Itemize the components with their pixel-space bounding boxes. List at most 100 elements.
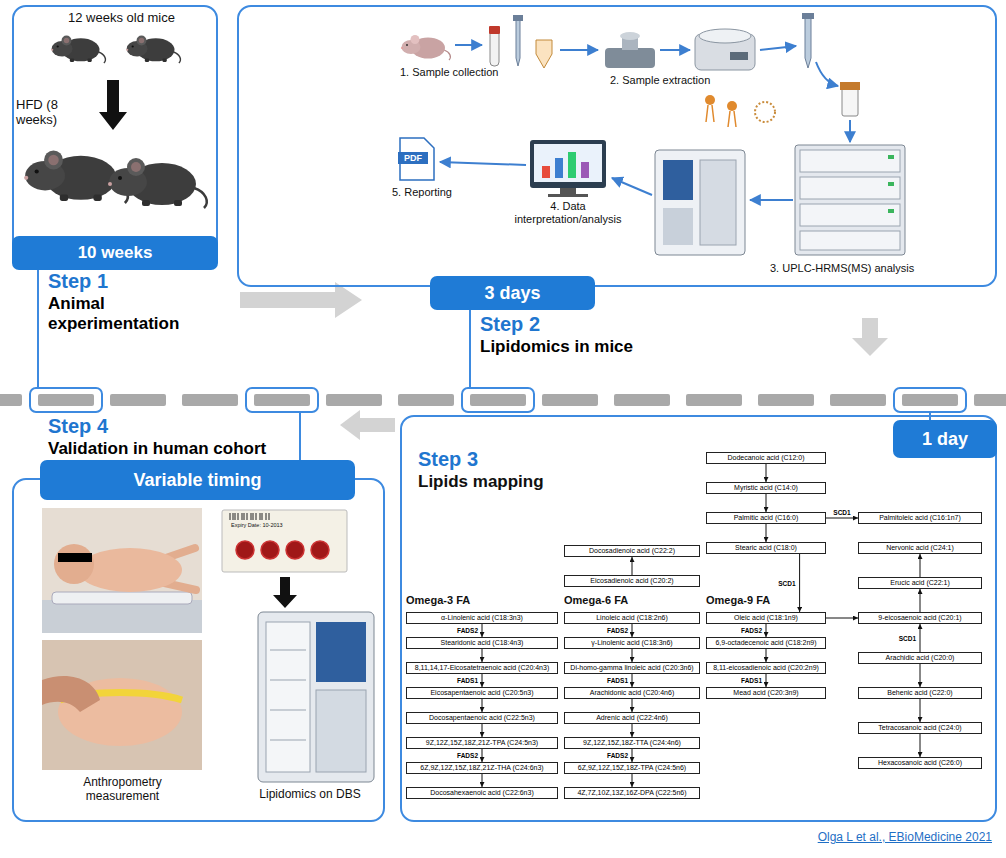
lc-ms-instrument [316,690,366,772]
timeline [182,394,238,406]
pathway-arrow [632,774,633,787]
timeline [326,394,382,406]
fatty-acid-name: Stearidonic acid (C18:4n3) [410,639,554,647]
fatty-acid-box: Myristic acid (C14:0) [706,482,826,494]
fatty-acid-name: 6Z,9Z,12Z,15Z,18Z,21Z-THA (C24:6n3) [410,764,554,772]
dbs-card [222,510,347,608]
citation-caption: Olga L et al., EBioMedicine 2021 [818,830,992,844]
lc-ms-instrument [258,612,374,782]
pathway-arrow [482,674,483,687]
fatty-acid-box: 9Z,12Z,15Z,18Z-TTA (C24:4n6) [564,737,700,749]
workflow-illustration [705,95,715,105]
fatty-acid-box: Nervonic acid (C24:1) [858,542,982,554]
fatty-acid-box: 6,9-octadecenoic acid (C18:2n9) [706,637,826,649]
anthropometry-photo [42,676,100,712]
fatty-acid-name: Docosadienoic acid (C22:2) [568,547,696,555]
fatty-acid-box: Erucic acid (C22:1) [858,577,982,589]
step-arrow [852,318,888,356]
pathway-arrow [920,554,921,577]
lc-ms-instrument [316,622,366,682]
workflow-illustration [800,231,900,250]
panel-text: 2. Sample extraction [610,74,710,87]
timeline [246,388,318,412]
timeline [299,412,301,460]
lc-ms-instrument [266,622,310,772]
anthropometry-photo [42,600,202,633]
fatty-acid-box: 6Z,9Z,12Z,15Z,18Z,21Z-THA (C24:6n3) [406,762,558,774]
fatty-acid-name: 8,11,14,17-Eicosatetraenoic acid (C20:4n… [410,664,554,672]
timeline [614,394,670,406]
fatty-acid-name: Linoleic acid (C18:2n6) [568,614,696,622]
step-number: Step 4 [48,415,108,438]
workflow-illustration [800,177,900,199]
timeline [398,394,454,406]
timeline [462,388,534,412]
fatty-acid-name: Docosapentaenoic acid (C22:5n3) [410,714,554,722]
fatty-acid-box: Linoleic acid (C18:2n6) [564,612,700,624]
mice-illustration [99,80,127,130]
anthropometry-photo [42,640,202,770]
panel-text: 3. UPLC-HRMS(MS) analysis [770,262,914,275]
duration-tab: Variable timing [40,460,355,500]
timeline [542,394,598,406]
fatty-acid-name: Arachidonic acid (C20:4n6) [568,689,696,697]
fatty-acid-name: Arachidic acid (C20:0) [862,654,978,662]
pathway-arrow [632,624,633,637]
fatty-acid-name: Palmitic acid (C16:0) [710,514,822,522]
workflow-illustration [568,152,576,178]
workflow-illustration [805,18,811,68]
workflow-illustration [755,102,775,122]
fatty-acid-box: Tetracosanoic acid (C24:0) [858,722,982,734]
pathway-arrow [920,624,921,652]
fatty-acid-name: Erucic acid (C22:1) [862,579,978,587]
pathway-arrow [766,524,767,542]
pathway-arrow [766,674,767,687]
timeline [0,394,22,406]
fatty-acid-name: 8,11-eicosadienoic acid (C20:2n9) [710,664,822,672]
pathway-arrow [766,464,767,482]
fatty-acid-box: Di-homo-gamma linoleic acid (C20:3n6) [564,662,700,674]
workflow-illustration [516,20,520,66]
duration-label: 1 day [922,429,968,450]
panel-text: Expiry Date: 10-2013 [231,522,283,528]
workflow-illustration [840,82,860,90]
pathway-arrow [632,699,633,712]
pathway-arrow [482,699,483,712]
panel-text: Lipids mapping [418,472,544,492]
pathway-arrow [920,589,921,612]
fatty-acid-name: Eicosapentaenoic acid (C20:5n3) [410,689,554,697]
step-panel: 12 weeks old miceHFD (8 weeks)10 weeks [12,5,218,257]
fatty-acid-name: Oleic acid (C18:1n9) [710,614,822,622]
lc-ms-instrument [270,650,306,740]
fatty-acid-name: 4Z,7Z,10Z,13Z,16Z-DPA (C22:5n6) [568,789,696,797]
duration-label: Variable timing [133,470,261,491]
fatty-acid-name: 6,9-octadecenoic acid (C18:2n9) [710,639,822,647]
fatty-acid-box: Stearic acid (C18:0) [706,542,826,554]
workflow-illustration [663,160,693,200]
pathway-arrow [766,649,767,662]
panel-text: Anthropometry measurement [50,776,195,804]
fatty-acid-box: 9Z,12Z,15Z,18Z,21Z-TPA (C24:5n3) [406,737,558,749]
fatty-acid-name: 9Z,12Z,15Z,18Z,21Z-TPA (C24:5n3) [410,739,554,747]
fatty-acid-name: Nervonic acid (C24:1) [862,544,978,552]
workflow-illustration [455,44,482,46]
step-panel: 1. Sample collection2. Sample extraction… [237,5,997,287]
fatty-acid-box: Behenic acid (C22:0) [858,687,982,699]
workflow-illustration [490,30,499,66]
pathway-arrow [632,749,633,762]
timeline [30,388,102,412]
enzyme-label: SCD1 [898,635,917,642]
workflow-illustration [655,150,745,255]
enzyme-label: FADS2 [456,627,479,634]
timeline [30,270,966,460]
timeline [37,270,39,388]
duration-label: 10 weeks [78,243,153,263]
pathway-arrow [766,494,767,512]
anthropometry-photo [58,553,92,562]
workflow-illustration [530,140,606,188]
workflow-illustration [888,209,894,213]
anthropometry-photo [42,508,202,633]
workflow-illustration [888,182,894,186]
workflow-illustration [560,188,576,194]
